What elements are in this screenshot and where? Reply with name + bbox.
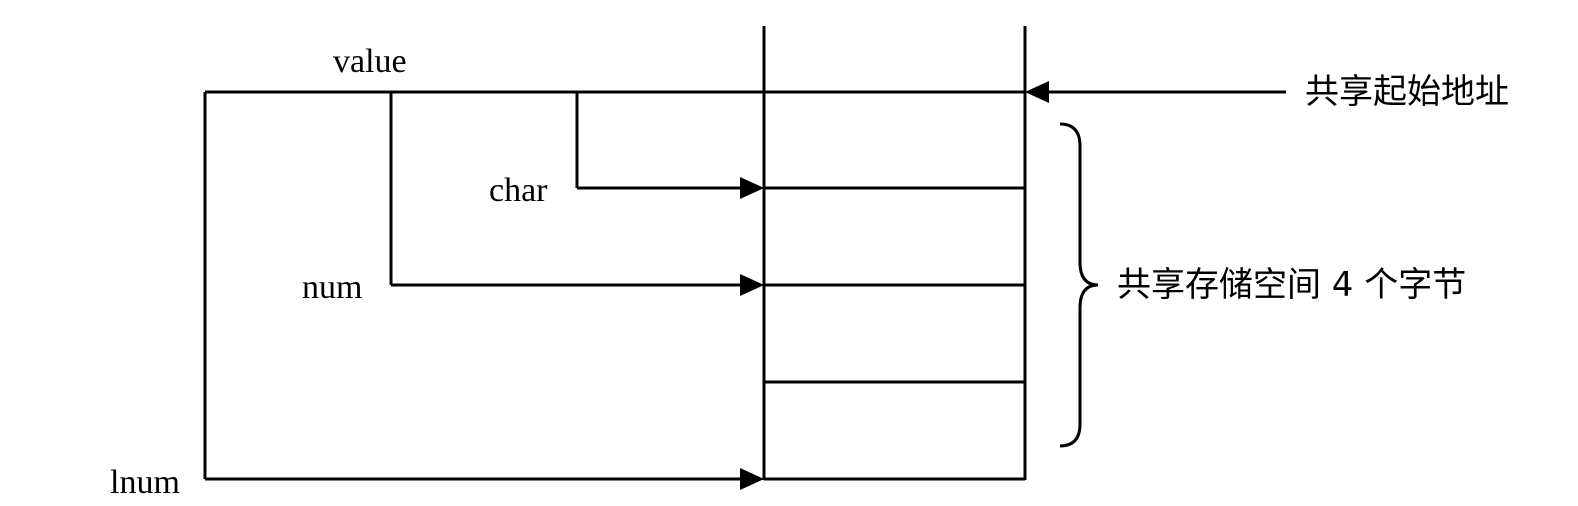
start-address-pointer — [1025, 81, 1286, 103]
num-label: num — [302, 269, 363, 306]
right-curly-brace-icon — [1059, 122, 1099, 448]
value-label: value — [333, 43, 407, 80]
char-label: char — [489, 172, 548, 209]
lnum-label: lnum — [110, 464, 180, 501]
arrow-left-icon — [1025, 81, 1049, 103]
arrow-right-icon — [740, 177, 764, 199]
char-connector — [575, 92, 764, 199]
shared-space-label: 共享存储空间 4 个字节 — [1117, 265, 1467, 305]
start-address-label: 共享起始地址 — [1305, 72, 1509, 112]
arrow-right-icon — [740, 468, 764, 490]
num-connector — [389, 92, 764, 296]
memory-block — [762, 26, 1027, 481]
lnum-connector — [203, 92, 764, 490]
arrow-right-icon — [740, 274, 764, 296]
